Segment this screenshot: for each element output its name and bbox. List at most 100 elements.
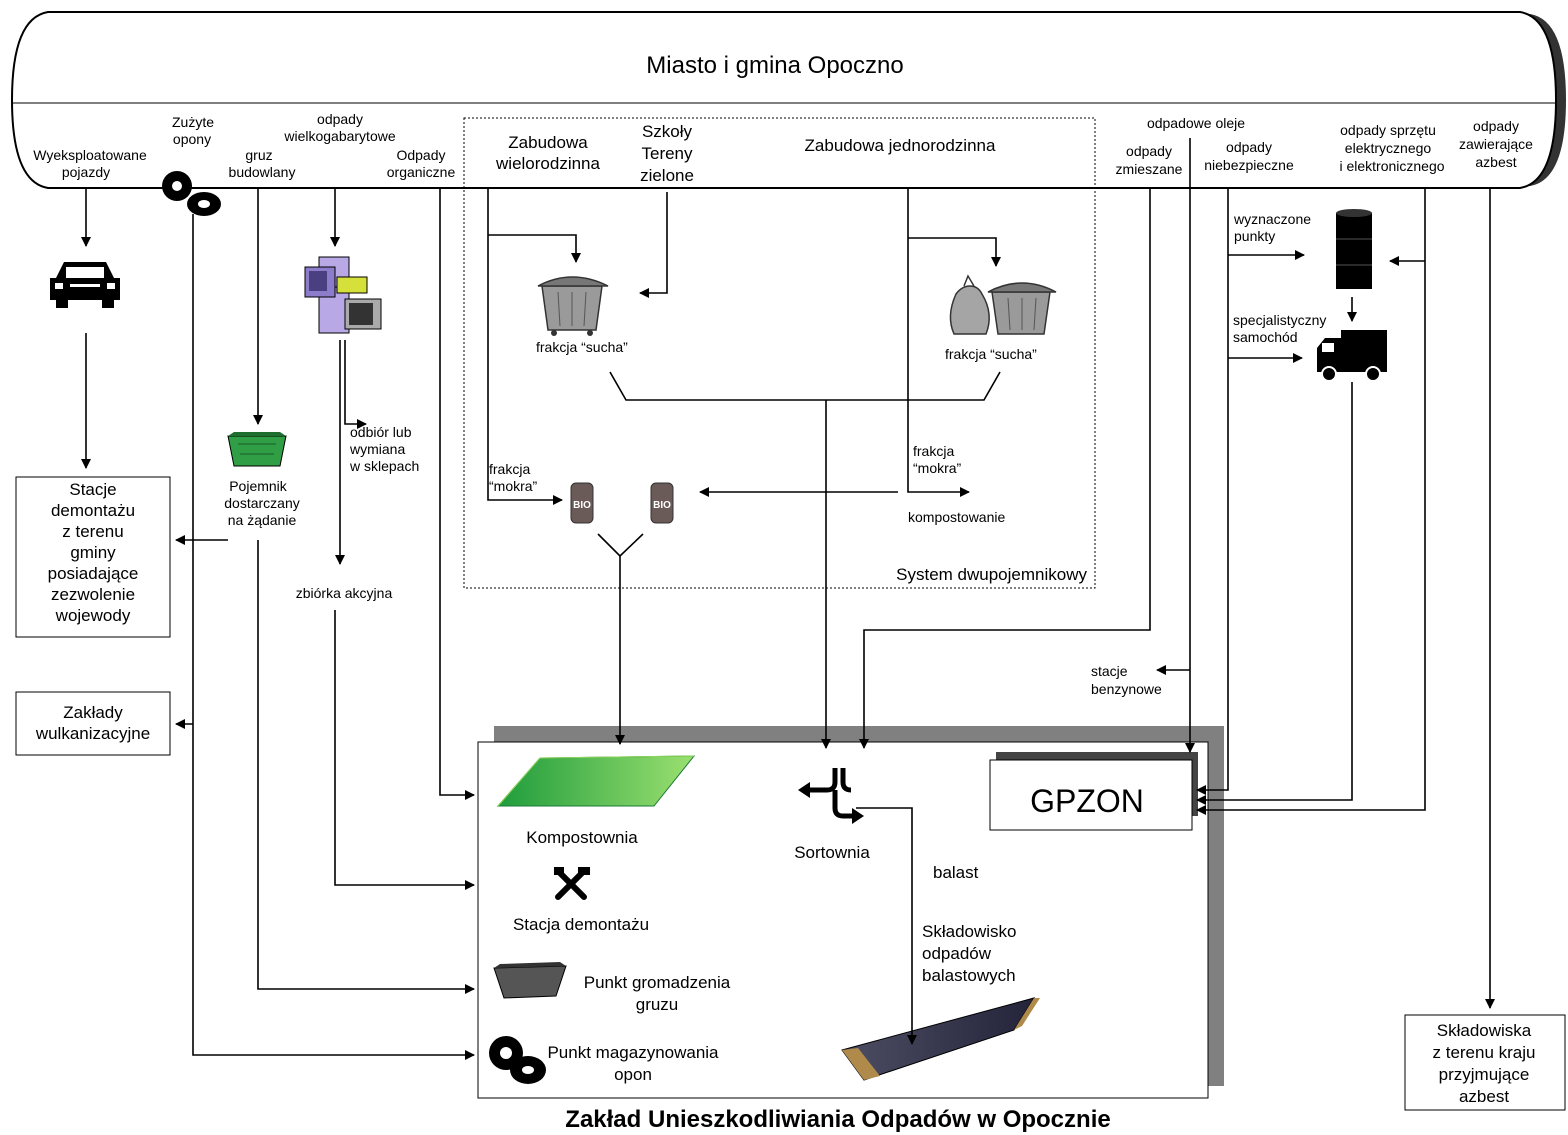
tire-storage-line-2: opon — [614, 1065, 652, 1084]
bag-and-dumpster-icon — [949, 274, 1057, 335]
label-vehicles-1: Wyeksploatowane — [33, 147, 147, 163]
car-icon — [50, 262, 120, 308]
label-dry-right: frakcja “sucha” — [945, 346, 1037, 362]
label-asbestos-2: zawierające — [1459, 136, 1533, 152]
dismantling-line-4: gminy — [70, 543, 116, 562]
two-bin-system: System dwupojemnikowy — [463, 117, 1096, 589]
bio-label-right: BIO — [653, 500, 671, 511]
label-rubble-1: gruz — [245, 147, 272, 163]
vulcanizing-line-1: Zakłady — [63, 703, 123, 722]
truck-icon — [1317, 330, 1387, 382]
label-gas-2: benzynowe — [1091, 681, 1162, 697]
label-vehicles-2: pojazdy — [62, 164, 110, 180]
label-tires-2: opony — [173, 131, 211, 147]
label-electronics-3: i elektronicznego — [1339, 158, 1444, 174]
label-electronics-1: odpady sprzętu — [1340, 122, 1436, 138]
bio-bin-left-icon: BIO — [570, 482, 594, 524]
label-tires-1: Zużyte — [172, 114, 214, 130]
flow-labels: Pojemnik dostarczany na żądanie odbiór l… — [224, 211, 1326, 697]
label-wet-right-1: frakcja — [913, 443, 954, 459]
label-store-3: w sklepach — [349, 458, 419, 474]
label-mixed-2: zmieszane — [1116, 161, 1183, 177]
label-schools-1: Szkoły — [642, 122, 693, 141]
ballast-label: balast — [933, 863, 979, 882]
tire-storage-line-1: Punkt magazynowania — [547, 1043, 719, 1062]
bio-bin-right-icon: BIO — [650, 482, 674, 524]
label-rubble-2: budowlany — [229, 164, 296, 180]
label-organic-2: organiczne — [387, 164, 456, 180]
dismantling-line-5: posiadające — [48, 564, 139, 583]
landfill-icon — [841, 997, 1040, 1081]
label-composting-flow: kompostowanie — [908, 509, 1005, 525]
dismantling-line-2: demontażu — [51, 501, 135, 520]
dismantling-line-7: wojewody — [55, 606, 131, 625]
label-hazardous-2: niebezpieczne — [1204, 157, 1294, 173]
label-vehicle-2: samochód — [1233, 329, 1298, 345]
sorting-label: Sortownia — [794, 843, 870, 862]
asbestos-box-line-4: azbest — [1459, 1087, 1509, 1106]
asbestos-landfills-box: Składowiska z terenu kraju przyjmujące a… — [1404, 1014, 1566, 1111]
green-container-icon — [227, 432, 287, 467]
label-organic-1: Odpady — [396, 147, 445, 163]
landfill-line-3: balastowych — [922, 966, 1016, 985]
barrel-icon — [1336, 209, 1372, 289]
label-points-2: punkty — [1234, 228, 1275, 244]
label-bulky-2: wielkogabarytowe — [283, 128, 395, 144]
dumpster-icon-left — [537, 276, 609, 336]
connectors — [81, 138, 1495, 1060]
asbestos-box-line-2: z terenu kraju — [1433, 1043, 1536, 1062]
dismantling-line-1: Stacje — [69, 480, 116, 499]
label-hazardous-1: odpady — [1226, 139, 1272, 155]
compost-prism-icon — [496, 755, 696, 807]
waste-plant: GPZON Kompostownia Stacja demontażu Punk… — [477, 726, 1224, 1099]
rubble-box-icon — [493, 962, 567, 999]
label-multi-family-2: wielorodzinna — [495, 154, 600, 173]
label-wet-right-2: “mokra” — [913, 460, 962, 476]
label-store-2: wymiana — [349, 441, 405, 457]
rubble-point-line-2: gruzu — [636, 995, 679, 1014]
asbestos-box-line-3: przyjmujące — [1439, 1065, 1530, 1084]
label-dry-left: frakcja “sucha” — [536, 339, 628, 355]
label-single-family: Zabudowa jednorodzinna — [805, 136, 996, 155]
vulcanizing-line-2: wulkanizacyjne — [35, 724, 150, 743]
tires-icon — [162, 171, 221, 216]
city-title: Miasto i gmina Opoczno — [646, 52, 903, 79]
dismantling-plant-label: Stacja demontażu — [513, 915, 649, 934]
asbestos-box-line-1: Składowiska — [1437, 1021, 1532, 1040]
label-container-1: Pojemnik — [229, 478, 288, 494]
composting-plant-label: Kompostownia — [526, 828, 638, 847]
landfill-line-1: Składowisko — [922, 922, 1017, 941]
two-bin-boundary — [463, 117, 1096, 589]
label-wet-left-2: “mokra” — [489, 478, 538, 494]
dismantling-line-3: z terenu — [62, 522, 123, 541]
label-store-1: odbiór lub — [350, 424, 412, 440]
appliances-icon — [304, 256, 382, 334]
label-collection: zbiórka akcyjna — [296, 585, 393, 601]
label-waste-oils: odpadowe oleje — [1147, 115, 1245, 131]
label-mixed-1: odpady — [1126, 143, 1172, 159]
label-container-2: dostarczany — [224, 495, 299, 511]
label-multi-family-1: Zabudowa — [508, 133, 588, 152]
dismantling-line-6: zezwolenie — [51, 585, 135, 604]
label-bulky-1: odpady — [317, 111, 363, 127]
label-gas-1: stacje — [1091, 663, 1128, 679]
label-wet-left-1: frakcja — [489, 461, 530, 477]
dismantling-stations-box: Stacje demontażu z terenu gminy posiadaj… — [15, 476, 171, 638]
vulcanizing-box: Zakłady wulkanizacyjne — [15, 691, 171, 756]
tools-icon — [554, 867, 590, 900]
label-schools-3: zielone — [640, 166, 694, 185]
label-vehicle-1: specjalistyczny — [1233, 312, 1326, 328]
label-asbestos-1: odpady — [1473, 118, 1519, 134]
label-asbestos-3: azbest — [1475, 154, 1516, 170]
label-points-1: wyznaczone — [1233, 211, 1311, 227]
label-container-3: na żądanie — [228, 512, 297, 528]
bio-label-left: BIO — [573, 500, 591, 511]
rubble-point-line-1: Punkt gromadzenia — [584, 973, 731, 992]
landfill-line-2: odpadów — [922, 944, 992, 963]
tire-storage-icon — [489, 1036, 546, 1084]
sorting-icon — [798, 768, 864, 824]
city-banner: Miasto i gmina Opoczno — [10, 11, 1566, 189]
source-labels: Wyeksploatowane pojazdy Zużyte opony gru… — [33, 111, 1533, 185]
label-electronics-2: elektrycznego — [1345, 140, 1432, 156]
